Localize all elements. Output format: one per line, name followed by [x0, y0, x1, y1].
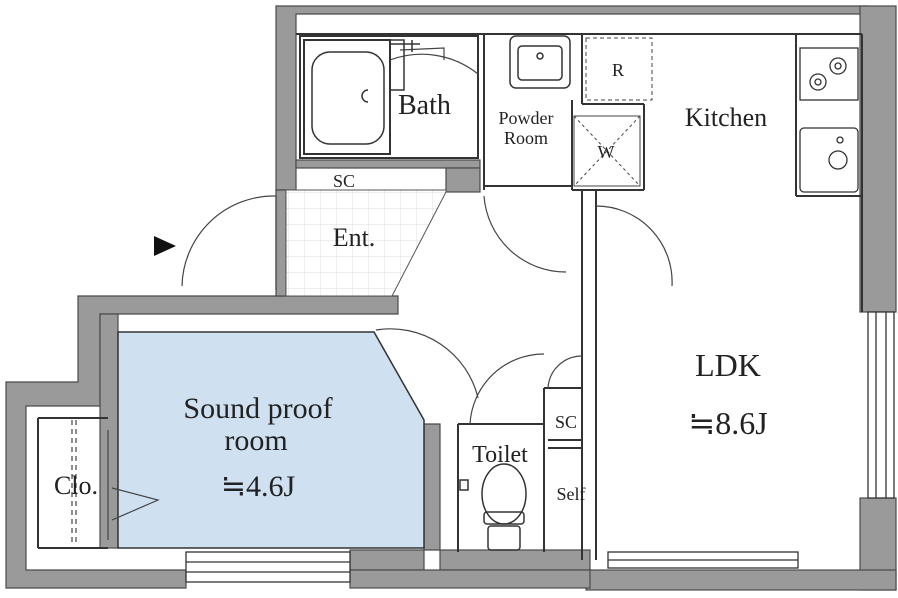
- label-kitchen: Kitchen: [685, 103, 767, 132]
- label-shoe-cabinet: SC: [333, 171, 355, 191]
- label-powder-line2: Room: [504, 128, 548, 148]
- label-toilet: Toilet: [472, 442, 528, 468]
- door-swings: [181, 47, 673, 425]
- label-shelf: Self: [557, 484, 586, 504]
- label-sound-proof-line2: room: [224, 424, 287, 457]
- closet-doors: [71, 420, 160, 546]
- kitchen-stove: [799, 47, 859, 193]
- label-refrigerator: R: [612, 60, 624, 80]
- label-bath: Bath: [398, 90, 451, 121]
- washer-space: [573, 37, 653, 187]
- walls: [5, 5, 897, 591]
- windows: [185, 311, 895, 583]
- label-washer: W: [598, 142, 615, 162]
- label-sound-proof-line1: Sound proof: [183, 392, 332, 425]
- partitions: [37, 33, 863, 560]
- entrance-floor: [285, 189, 447, 297]
- entrance-arrow-icon: [154, 236, 176, 256]
- label-storage-sc: SC: [555, 412, 577, 432]
- sound-proof-room-floor: [117, 331, 425, 549]
- label-powder-line1: Powder: [499, 108, 554, 128]
- label-ldk: LDK: [695, 347, 761, 383]
- sink: [509, 35, 571, 89]
- label-sound-proof-size: ≒4.6J: [221, 470, 296, 503]
- label-closet: Clo.: [54, 471, 98, 500]
- bathtub: [311, 39, 420, 145]
- label-ldk-size: ≒8.6J: [688, 405, 767, 441]
- label-entrance: Ent.: [333, 223, 376, 252]
- room-labels: Bath Powder Room R W Kitchen SC Ent. LDK…: [54, 60, 768, 504]
- toilet-fixture: [459, 463, 527, 551]
